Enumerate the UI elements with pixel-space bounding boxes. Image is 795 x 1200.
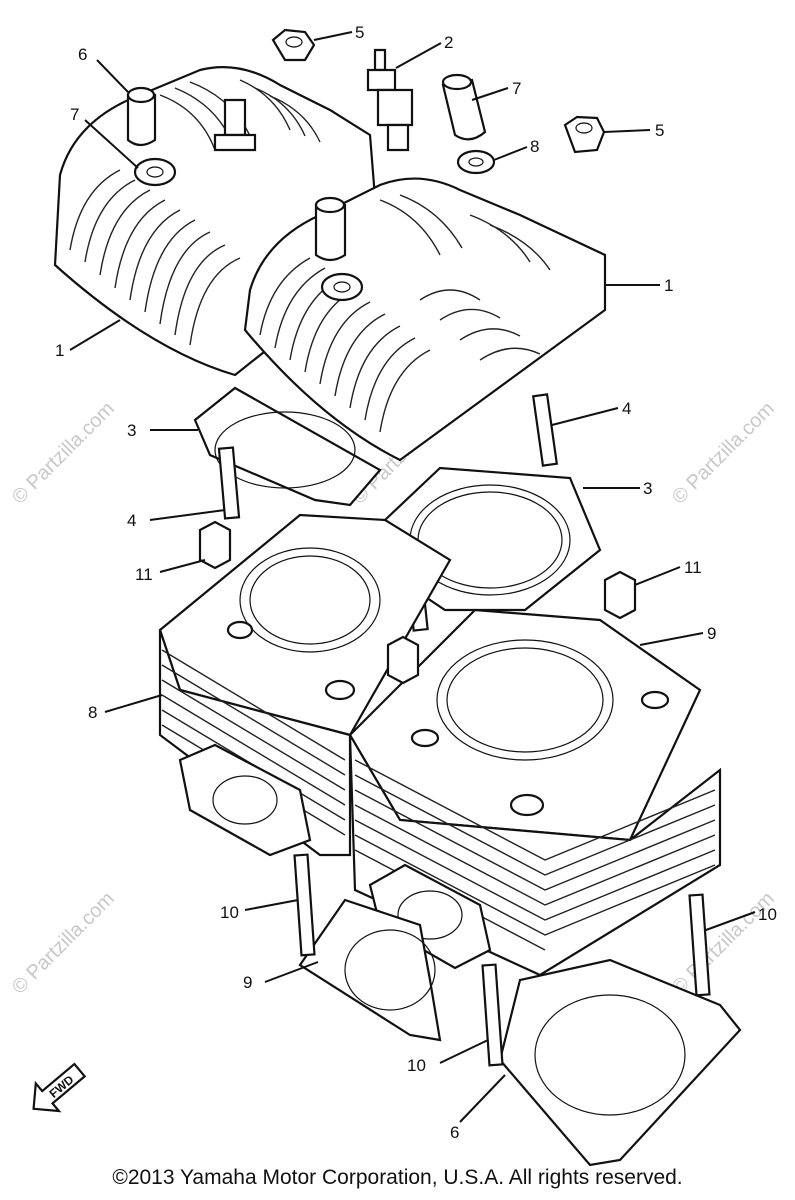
leader-lines	[69, 31, 756, 1123]
head-fasteners	[126, 28, 606, 262]
callout-9: 6	[450, 1123, 459, 1142]
callout-7: 8	[530, 137, 539, 156]
base-gaskets	[298, 898, 742, 1167]
studs-10	[293, 853, 711, 1067]
callout-5: 5	[655, 121, 664, 140]
callout-5: 5	[355, 23, 364, 42]
bolts-11	[198, 520, 637, 685]
callout-3: 3	[127, 421, 136, 440]
callout-9: 9	[243, 973, 252, 992]
cylinder-right	[348, 608, 722, 977]
callout-8: 8	[88, 703, 97, 722]
cylinder-left	[158, 513, 452, 857]
watermark-text: © Partzilla.com	[668, 398, 779, 509]
callout-labels: 6 7 5 2 7 8 5 1 1 3 3 4 4 11 11 8 9 10 1…	[55, 23, 777, 1142]
callout-7: 7	[70, 105, 79, 124]
watermark-text: © Partzilla.com	[8, 888, 119, 999]
callout-3: 3	[643, 479, 652, 498]
callout-10: 10	[758, 905, 777, 924]
callout-6: 6	[78, 45, 87, 64]
callout-1: 1	[55, 341, 64, 360]
watermark-text: © Partzilla.com	[8, 398, 119, 509]
callout-2: 2	[444, 33, 453, 52]
callout-11: 11	[684, 558, 702, 577]
callout-10: 10	[220, 903, 239, 922]
callout-4: 4	[622, 399, 631, 418]
callout-4: 4	[127, 511, 136, 530]
callout-8: 9	[707, 624, 716, 643]
copyright-notice: ©2013 Yamaha Motor Corporation, U.S.A. A…	[112, 1166, 683, 1189]
callout-6: 7	[512, 79, 521, 98]
callout-11: 11	[135, 565, 153, 584]
callout-1: 1	[664, 276, 673, 295]
fwd-arrow-icon: FWD	[32, 1062, 87, 1113]
callout-10: 10	[407, 1056, 426, 1075]
